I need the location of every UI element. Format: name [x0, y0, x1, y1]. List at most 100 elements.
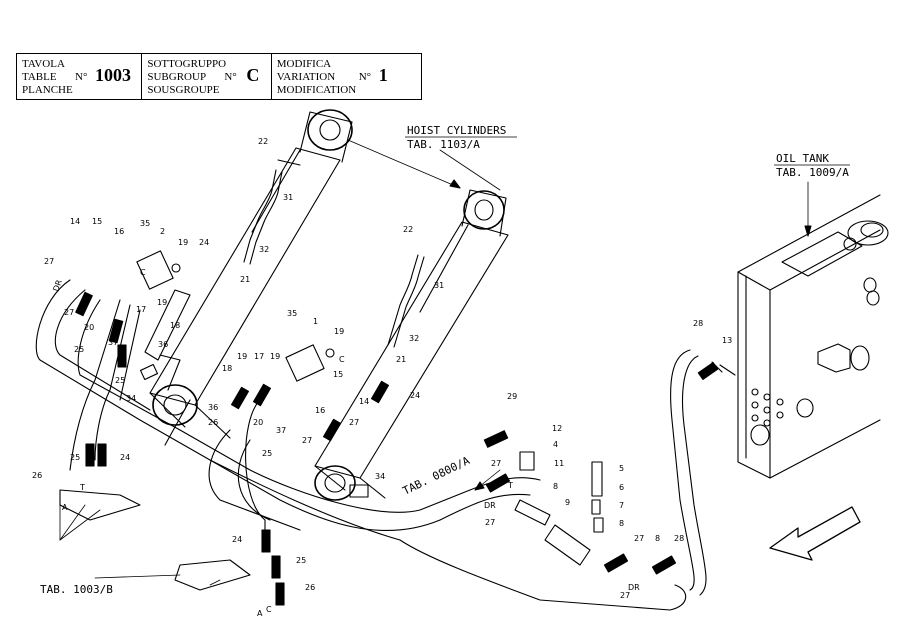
table-caption-fr: PLANCHE — [22, 84, 73, 96]
part-label: 36 — [208, 403, 218, 412]
part-label: 7 — [619, 501, 624, 510]
table-cell: TAVOLA TABLE PLANCHE N° 1003 — [17, 54, 141, 99]
part-label: 24 — [199, 238, 209, 247]
part-label: 21 — [396, 355, 406, 364]
hoist-cylinders-tab: TAB. 1103/A — [407, 138, 480, 151]
part-label: 21 — [240, 275, 250, 284]
part-label: T — [79, 483, 85, 492]
part-label: 11 — [554, 459, 564, 468]
hoist-cylinder-left — [144, 109, 353, 446]
subgroup-caption-it: SOTTOGRUPPO — [147, 58, 227, 70]
part-label: 35 — [287, 309, 297, 318]
tab-1003b-reference: TAB. 1003/B — [40, 583, 113, 596]
part-label: 34 — [375, 472, 385, 481]
part-label: 19 — [237, 352, 247, 361]
part-label: 24 — [120, 453, 130, 462]
part-label: 24 — [232, 535, 242, 544]
fittings — [59, 250, 736, 591]
part-label: DR — [628, 583, 640, 592]
subgroup-cell: SOTTOGRUPPO SUBGROUP SOUSGROUPE N° C — [141, 54, 270, 99]
part-label: 27 — [64, 308, 74, 317]
part-label: 13 — [722, 336, 732, 345]
oil-tank — [737, 194, 889, 479]
part-label: 8 — [619, 519, 624, 528]
tab-0800-reference: TAB. 0800/A — [401, 454, 473, 498]
part-label: 26 — [208, 418, 218, 427]
table-captions: TAVOLA TABLE PLANCHE — [22, 58, 73, 97]
variation-captions: MODIFICA VARIATION MODIFICATION — [277, 58, 356, 97]
variation-number-sign: N° — [358, 71, 372, 83]
part-label: 4 — [553, 440, 558, 449]
part-label: 31 — [434, 281, 444, 290]
part-label: 19 — [157, 298, 167, 307]
part-label: 31 — [283, 193, 293, 202]
variation-value: 1 — [378, 65, 388, 85]
part-label: 14 — [70, 217, 80, 226]
part-label: 5 — [619, 464, 624, 473]
part-label: 17 — [136, 305, 146, 314]
part-label: 15 — [92, 217, 102, 226]
part-label: 16 — [114, 227, 124, 236]
hose-lines — [35, 169, 707, 611]
part-label: 18 — [222, 364, 232, 373]
part-label: 25 — [115, 376, 125, 385]
part-label: T — [507, 481, 513, 490]
part-label: 2 — [160, 227, 165, 236]
part-label: 19 — [178, 238, 188, 247]
hose-caps — [75, 291, 719, 606]
part-label: 20 — [253, 418, 263, 427]
part-label: 32 — [409, 334, 419, 343]
part-label: 8 — [655, 534, 660, 543]
part-label: 17 — [254, 352, 264, 361]
oil-tank-tab: TAB. 1009/A — [776, 166, 849, 179]
hoist-cylinders-title: HOIST CYLINDERS — [407, 124, 506, 137]
subgroup-caption-fr: SOUSGROUPE — [147, 84, 220, 96]
part-label: 19 — [334, 327, 344, 336]
part-label: A — [257, 609, 263, 618]
part-label: 26 — [32, 471, 42, 480]
variation-caption-it: MODIFICA — [276, 58, 332, 70]
part-label: 27 — [44, 257, 54, 266]
part-label: DR — [484, 501, 496, 510]
table-caption-it: TAVOLA — [22, 58, 65, 70]
table-caption-en: TABLE — [22, 71, 57, 83]
part-label: 27 — [485, 518, 495, 527]
part-label: 22 — [258, 137, 268, 146]
variation-caption-fr: MODIFICATION — [276, 84, 357, 96]
part-label: 32 — [259, 245, 269, 254]
part-label: C — [140, 268, 146, 277]
part-label: 36 — [158, 340, 168, 349]
part-label: 19 — [270, 352, 280, 361]
part-label: 34 — [126, 394, 136, 403]
part-label: 15 — [333, 370, 343, 379]
part-label: 26 — [305, 583, 315, 592]
subgroup-number-sign: N° — [224, 71, 237, 83]
part-label: C — [266, 605, 272, 614]
variation-caption-en: VARIATION — [276, 71, 336, 83]
part-label: 35 — [140, 219, 150, 228]
subgroup-caption-en: SUBGROUP — [147, 71, 207, 83]
flow-direction-arrow — [769, 506, 861, 561]
part-label: DR — [51, 278, 64, 293]
part-label: 37 — [108, 338, 118, 347]
part-label: 14 — [359, 397, 369, 406]
part-label: 28 — [693, 319, 703, 328]
hoist-cylinder-right — [314, 189, 509, 501]
subgroup-value: C — [246, 65, 260, 85]
part-label: 29 — [507, 392, 517, 401]
part-label: 25 — [74, 345, 84, 354]
part-label: 9 — [565, 498, 570, 507]
table-number: 1003 — [95, 65, 131, 85]
part-label: 18 — [170, 321, 180, 330]
part-label: A — [62, 503, 68, 512]
part-label: 27 — [634, 534, 644, 543]
part-label: 6 — [619, 483, 624, 492]
part-label: 25 — [262, 449, 272, 458]
subgroup-captions: SOTTOGRUPPO SUBGROUP SOUSGROUPE — [147, 58, 226, 97]
part-label: 12 — [552, 424, 562, 433]
table-number-sign: N° — [75, 71, 88, 83]
part-label: 28 — [674, 534, 684, 543]
oil-tank-title: OIL TANK — [776, 152, 829, 165]
part-label: 25 — [296, 556, 306, 565]
